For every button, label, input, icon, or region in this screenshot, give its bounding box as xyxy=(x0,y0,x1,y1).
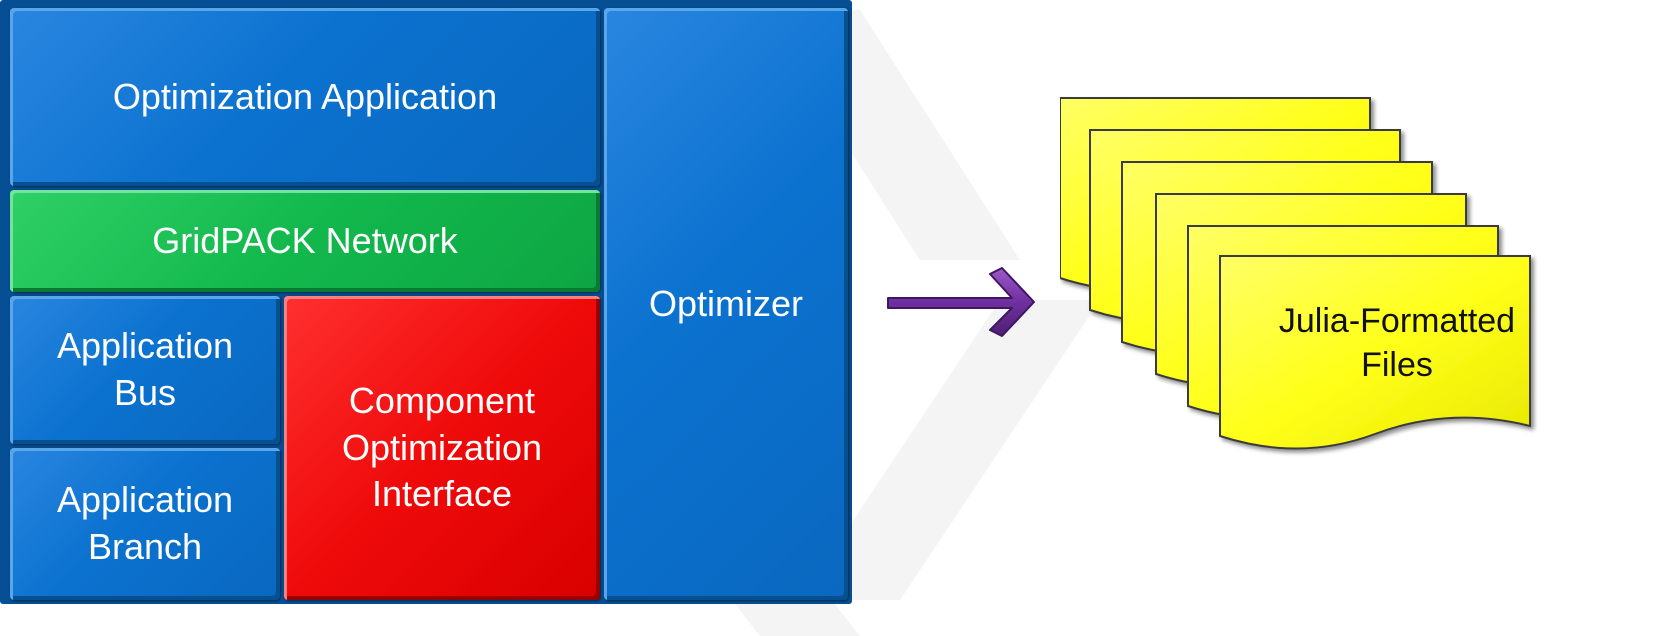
julia-files-stack-icon xyxy=(1060,97,1531,450)
application-branch-block: Application Branch xyxy=(10,448,280,600)
optimization-application-block: Optimization Application xyxy=(10,8,600,186)
optimizer-block: Optimizer xyxy=(604,8,848,600)
component-optimization-interface-block: Component Optimization Interface xyxy=(284,296,600,600)
gridpack-network-block: GridPACK Network xyxy=(10,190,600,292)
julia-formatted-files-label: Julia-Formatted Files xyxy=(1278,302,1516,384)
application-bus-block: Application Bus xyxy=(10,296,280,444)
arrow-right-icon xyxy=(887,267,1035,337)
